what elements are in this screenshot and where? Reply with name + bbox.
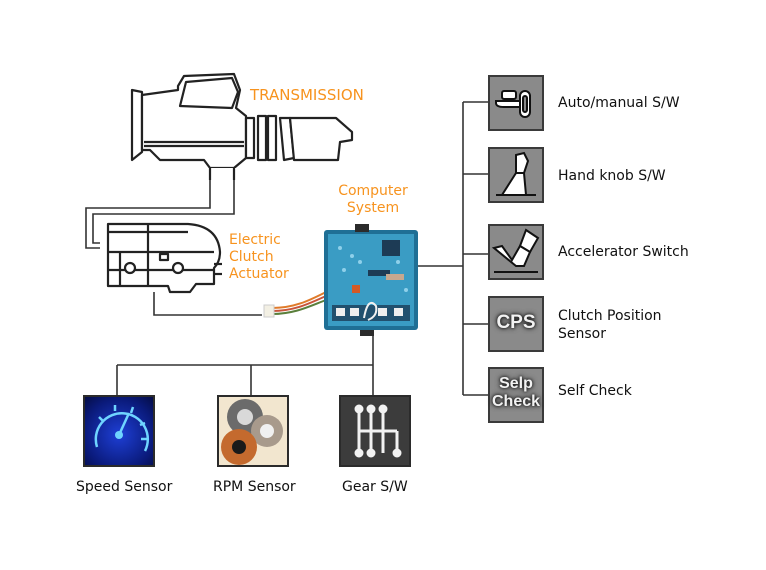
self-check-icon: Selp Check [490, 375, 542, 411]
speed-sensor-tile [83, 395, 155, 467]
accelerator-label: Accelerator Switch [558, 244, 689, 260]
self-check-tile: Selp Check [488, 367, 544, 423]
computer-system-label-line1: Computer [338, 183, 408, 199]
actuator-label-line2: Clutch [229, 249, 274, 265]
rpm-sensor-tile [217, 395, 289, 467]
accelerator-pedal-icon [491, 228, 540, 273]
accelerator-tile [488, 224, 544, 280]
rpm-sensor-label: RPM Sensor [213, 479, 296, 495]
hand-knob-tile [488, 147, 544, 203]
auto-manual-switch-tile [488, 75, 544, 131]
speedometer-icon [94, 405, 150, 452]
actuator-label-line3: Actuator [229, 266, 289, 282]
hand-knob-label: Hand knob S/W [558, 168, 666, 184]
computer-system-label: Computer System [333, 183, 413, 217]
computer-system-label-line2: System [346, 200, 400, 216]
auto-manual-label: Auto/manual S/W [558, 95, 680, 111]
speed-sensor-label: Speed Sensor [76, 479, 173, 495]
cps-tile: CPS [488, 296, 544, 352]
line-transmission-actuator-inner [92, 178, 235, 244]
clutch-discs-icon [221, 399, 283, 465]
auto-manual-switch-icon [495, 90, 531, 118]
gear-sw-label: Gear S/W [342, 479, 408, 495]
self-check-label: Self Check [558, 383, 632, 399]
transmission-label: TRANSMISSION [250, 86, 364, 104]
actuator-label: Electric Clutch Actuator [229, 232, 289, 283]
cps-icon: CPS [496, 312, 536, 333]
gear-shift-pattern-icon [354, 404, 402, 458]
self-check-icon-text-line1: Selp [499, 375, 533, 392]
line-actuator-board [153, 292, 262, 316]
actuator-label-line1: Electric [229, 232, 281, 248]
gear-sw-tile [339, 395, 411, 467]
cps-label-line2: Sensor [558, 326, 606, 342]
line-transmission-actuator-outer [85, 178, 211, 249]
cps-label-line1: Clutch Position [558, 308, 662, 324]
self-check-icon-text-line2: Check [491, 393, 541, 410]
hand-knob-icon [496, 151, 536, 196]
cps-label: Clutch Position Sensor [558, 307, 662, 343]
